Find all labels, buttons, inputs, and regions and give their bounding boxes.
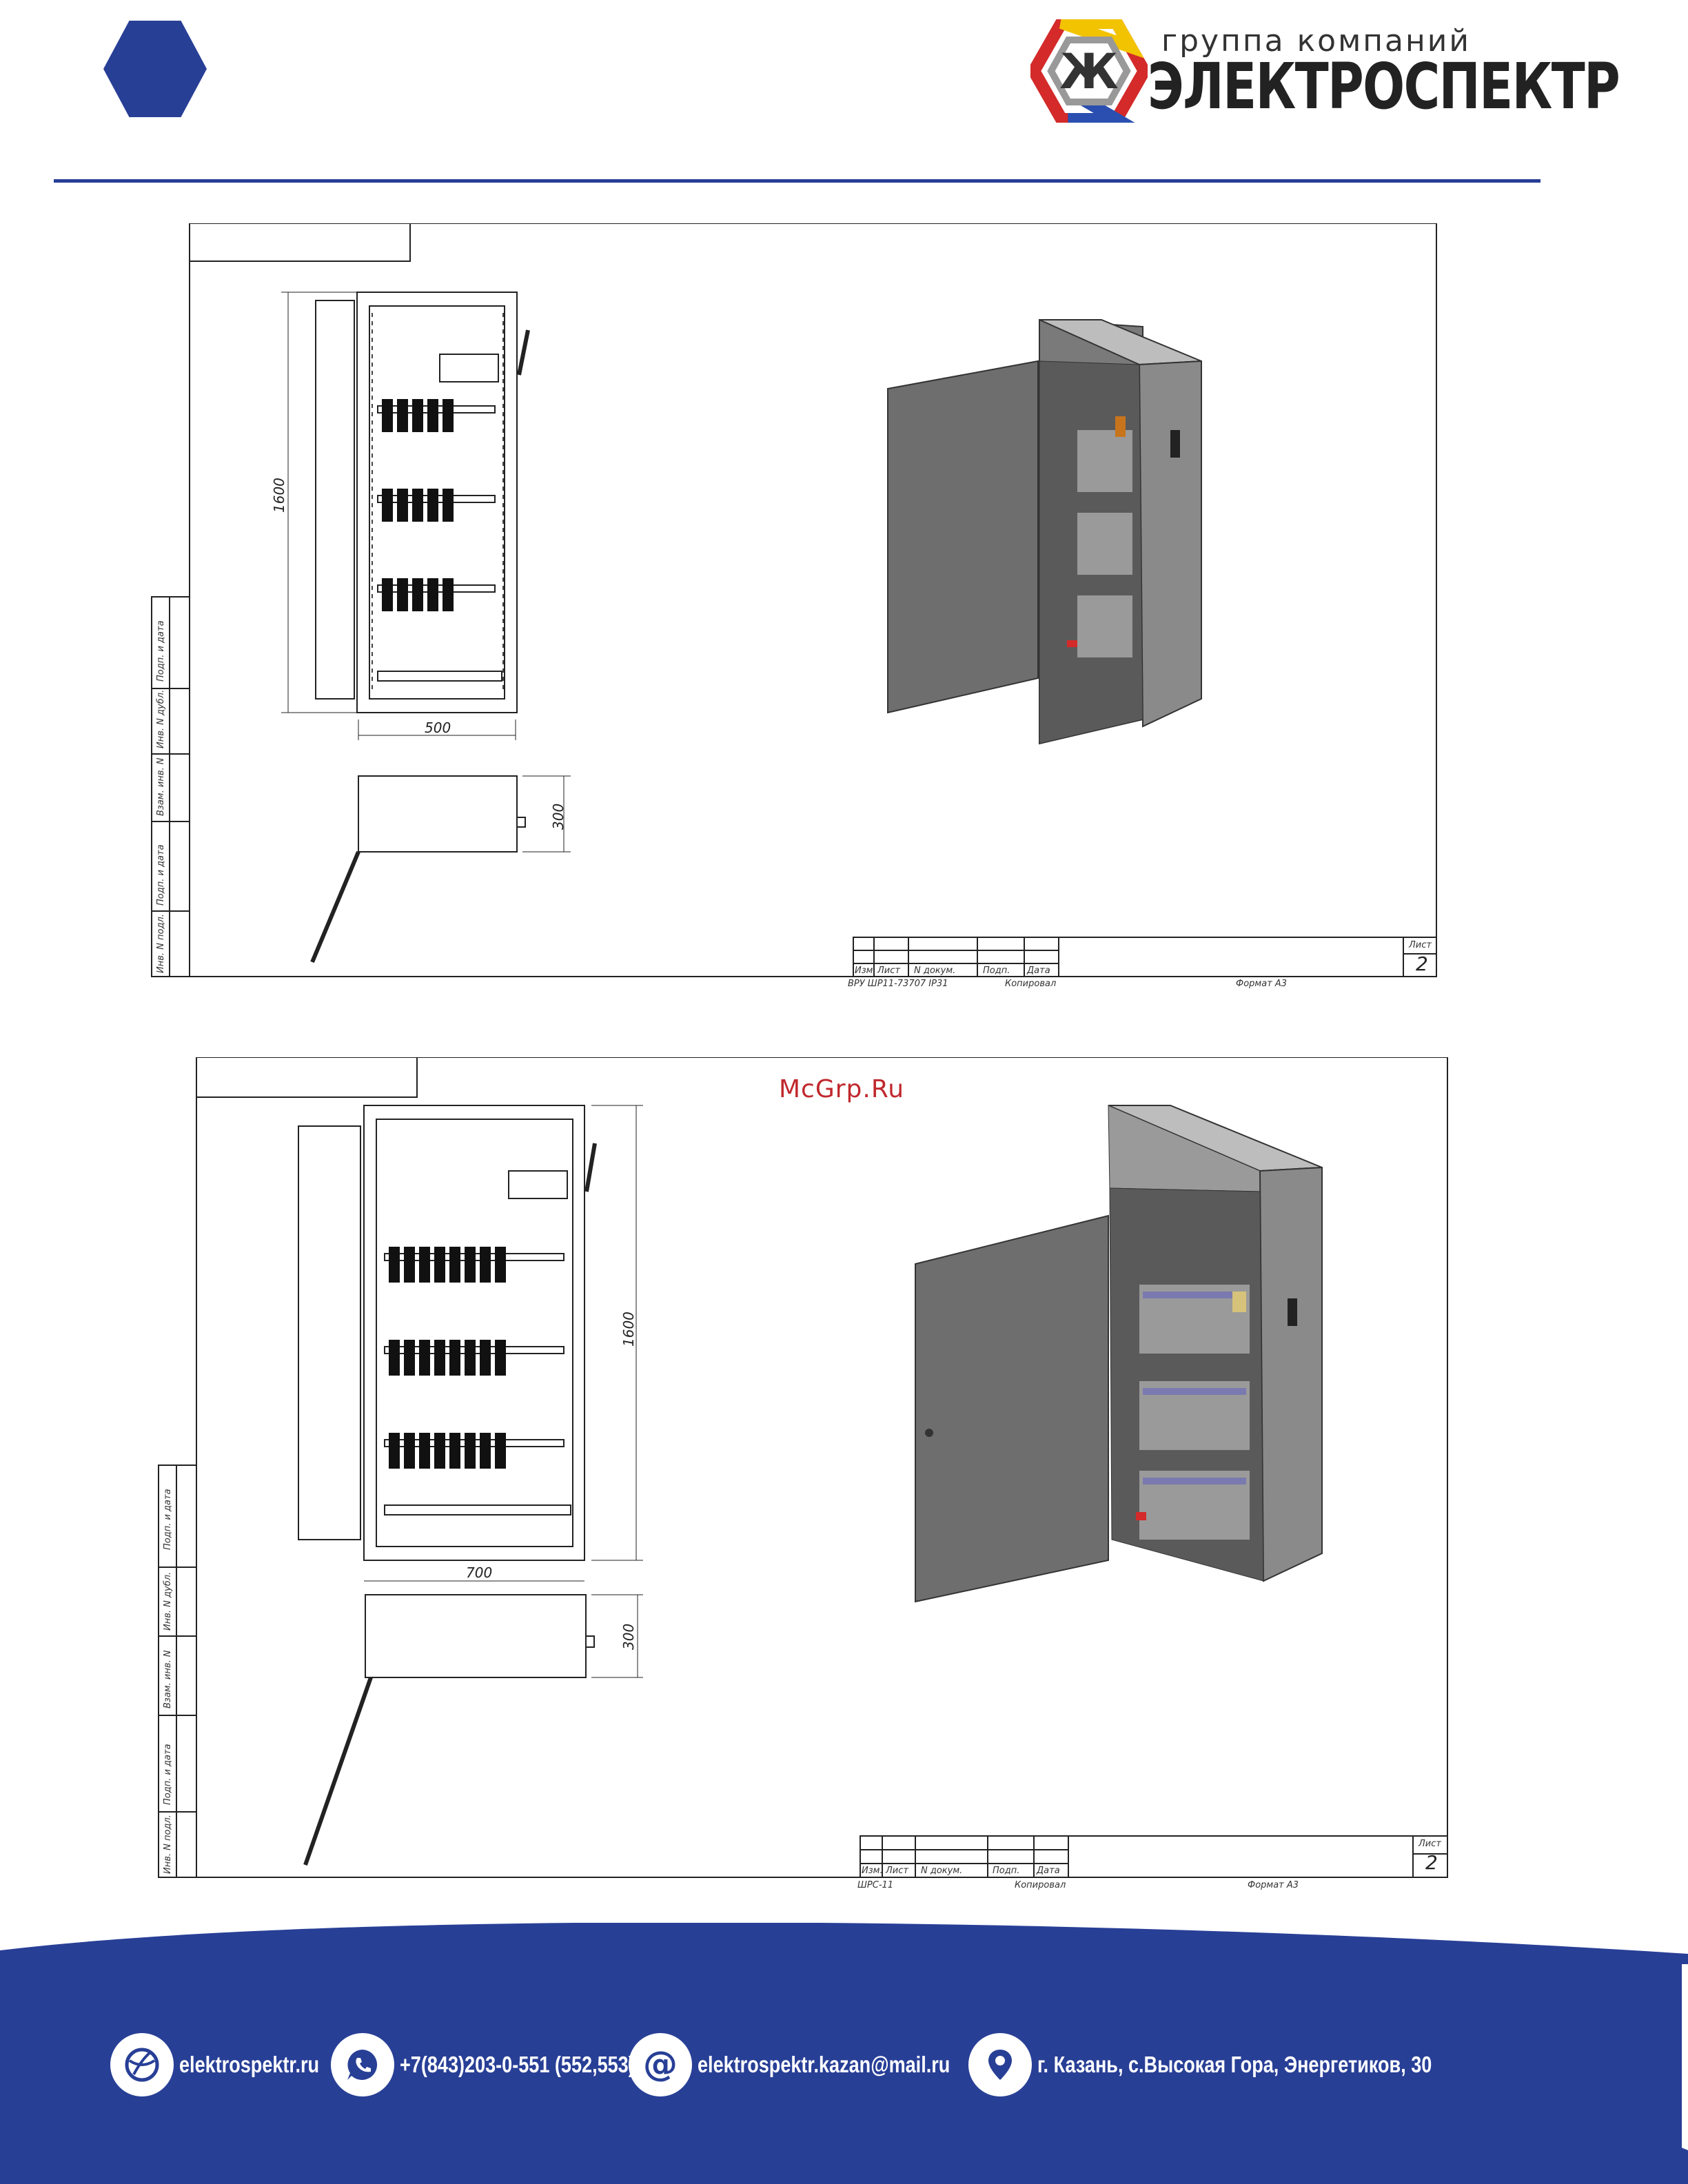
document-name: ШРС-11 [857, 1880, 894, 1890]
copied-label: Копировал [1015, 1880, 1066, 1890]
sheet-label: Лист [1409, 940, 1432, 950]
website-text: elektrospektr.ru [179, 2052, 320, 2077]
logo-title: ЭЛЕКТРОСПЕКТР [1148, 50, 1620, 123]
phone-text: +7(843)203-0-551 (552,553) [400, 2052, 635, 2077]
watermark: McGrp.Ru [779, 1075, 905, 1103]
side-label: Инв. N дубл. [163, 1571, 173, 1631]
header-divider [54, 179, 1540, 183]
email-contact[interactable]: @ elektrospektr.kazan@mail.ru [629, 2032, 1006, 2098]
depth-dimension: 300 [620, 1623, 637, 1650]
side-label: Подп. и дата [163, 1744, 173, 1805]
svg-text:@: @ [643, 2044, 678, 2084]
document-name: ВРУ ШР11-73707 IP31 [848, 979, 948, 989]
width-dimension: 500 [425, 720, 451, 736]
hexagon-logo-mark [103, 21, 207, 117]
stamp-header: Дата [1027, 966, 1050, 976]
email-text: elektrospektr.kazan@mail.ru [698, 2052, 950, 2077]
logo-emblem-icon: Ж [1017, 17, 1152, 125]
at-icon: @ [629, 2033, 692, 2096]
copied-label: Копировал [1005, 979, 1057, 989]
side-label: Инв. N дубл. [156, 689, 166, 748]
sheet-2-drawing [158, 1057, 1448, 1878]
svg-text:Ж: Ж [1059, 43, 1119, 100]
side-label: Подп. и дата [156, 844, 166, 906]
side-label: Инв. N подл. [156, 914, 166, 973]
address-text: г. Казань, с.Высокая Гора, Энергетиков, … [1037, 2052, 1432, 2077]
height-dimension: 1600 [271, 478, 287, 513]
stamp-header: Лист [886, 1866, 908, 1876]
depth-dimension: 300 [550, 803, 567, 830]
stamp-header: N докум. [914, 966, 956, 976]
phone-contact[interactable]: +7(843)203-0-551 (552,553) [331, 2032, 687, 2098]
drawing-sheet-2: 1600 700 300 Подп. и дата Инв. N дубл. В… [157, 1057, 1453, 1898]
stamp-header: Подп. [983, 966, 1010, 976]
stamp-header: N докум. [921, 1866, 963, 1876]
side-label: Инв. N подл. [163, 1815, 173, 1874]
drawing-sheet-1: 1600 500 300 Подп. и дата Инв. N дубл. В… [150, 223, 1439, 989]
address-contact[interactable]: г. Казань, с.Высокая Гора, Энергетиков, … [968, 2032, 1518, 2098]
format-label: Формат A3 [1236, 979, 1288, 989]
side-label: Взам. инв. N [163, 1650, 173, 1708]
footer-background [0, 1923, 1688, 2184]
sheet-number: 2 [1416, 952, 1428, 975]
website-contact[interactable]: elektrospektr.ru [110, 2032, 350, 2098]
stamp-header: Изм. [855, 966, 876, 976]
stamp-header: Дата [1037, 1866, 1060, 1876]
location-pin-icon [968, 2033, 1032, 2096]
company-logo: Ж группа компаний ЭЛЕКТРОСПЕКТР [1017, 17, 1620, 125]
width-dimension: 700 [466, 1564, 493, 1581]
stamp-header: Подп. [993, 1866, 1020, 1876]
side-label: Подп. и дата [156, 620, 166, 682]
side-label: Подп. и дата [163, 1489, 173, 1550]
height-dimension: 1600 [620, 1312, 637, 1347]
phone-icon [331, 2033, 394, 2096]
globe-icon [110, 2033, 174, 2096]
sheet-label: Лист [1418, 1839, 1441, 1849]
sheet-number: 2 [1425, 1851, 1438, 1874]
stamp-header: Изм. [862, 1866, 883, 1876]
sheet-1-drawing [151, 223, 1437, 977]
side-label: Взам. инв. N [156, 757, 166, 816]
format-label: Формат A3 [1248, 1880, 1299, 1890]
logo-subtitle: группа компаний [1161, 23, 1471, 59]
stamp-header: Лист [877, 966, 900, 976]
